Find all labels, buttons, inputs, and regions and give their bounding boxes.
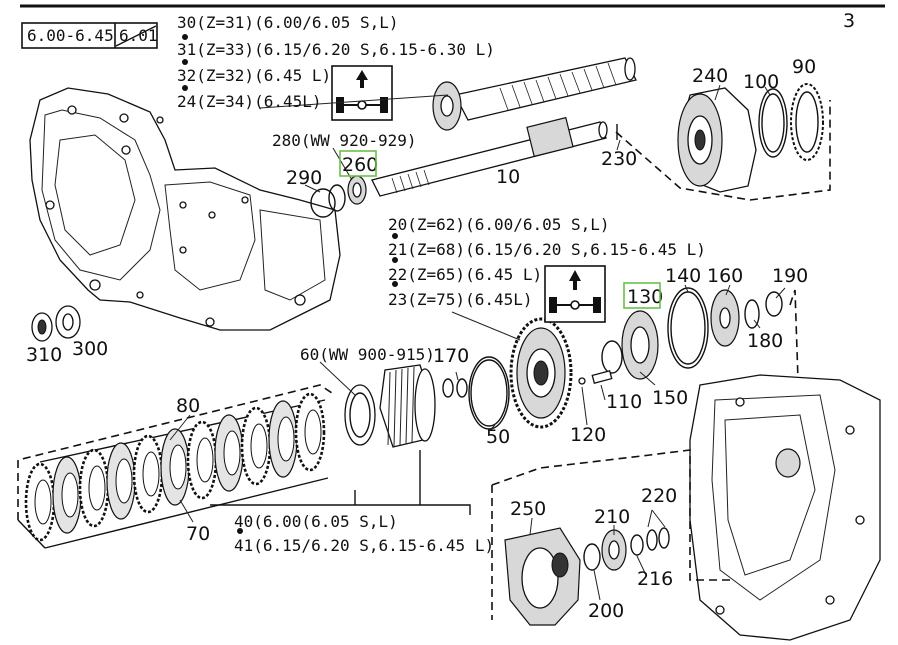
callout-110: 110 <box>606 391 642 413</box>
label-gear-23: 23(Z=75)(6.45L) <box>388 290 533 309</box>
ring-170a <box>442 378 454 398</box>
needle-bearing-60 <box>344 364 436 448</box>
label-gear-31: 31(Z=33)(6.15/6.20 S,6.15-6.30 L) <box>177 40 495 59</box>
callout-220: 220 <box>641 485 677 507</box>
callout-140: 140 <box>665 265 701 287</box>
callout-210: 210 <box>594 506 630 528</box>
label-part-280: 280(WW 920-929) <box>272 131 417 150</box>
callout-260: 260 <box>342 154 378 176</box>
callout-180: 180 <box>747 330 783 352</box>
callout-80: 80 <box>176 395 200 417</box>
clutch-disc-bore <box>34 479 52 525</box>
ring-180 <box>744 299 760 329</box>
model-range-text: 6.00-6.45 <box>27 26 114 45</box>
model-range-box: 6.00-6.45 6.01 <box>21 22 158 49</box>
label-part-60: 60(WW 900-915) <box>300 345 435 364</box>
callout-160: 160 <box>707 265 743 287</box>
callout-230: 230 <box>601 148 637 170</box>
label-gear-32: 32(Z=32)(6.45 L) <box>177 66 331 85</box>
callout-300: 300 <box>72 338 108 360</box>
clutch-disc-pack <box>17 384 336 549</box>
callout-150: 150 <box>652 387 688 409</box>
page-number: 3 <box>843 10 855 32</box>
label-gear-30: 30(Z=31)(6.00/6.05 S,L) <box>177 13 399 32</box>
clutch-disc-bore <box>142 451 160 497</box>
ball-120 <box>578 377 586 385</box>
callout-90: 90 <box>792 56 816 78</box>
4wd-axle-icon <box>544 265 606 323</box>
left-housing <box>29 87 341 331</box>
callout-170: 170 <box>433 345 469 367</box>
ring-170b <box>456 378 468 398</box>
seal-310-300 <box>31 305 81 342</box>
label-gear-22: 22(Z=65)(6.45 L) <box>388 265 542 284</box>
highlight-130 <box>623 282 661 309</box>
clutch-disc-bore <box>223 430 241 476</box>
label-part-40: 40(6.00(6.05 S,L) <box>234 512 398 531</box>
large-gear-20 <box>509 317 573 429</box>
callout-100: 100 <box>743 71 779 93</box>
ring-150 <box>601 340 623 374</box>
label-gear-24: 24(Z=34)(6.45L) <box>177 92 322 111</box>
right-housing <box>689 374 881 641</box>
callout-120: 120 <box>570 424 606 446</box>
callout-310: 310 <box>26 344 62 366</box>
ring-50 <box>468 356 510 430</box>
clutch-disc-bore <box>88 465 106 511</box>
callout-200: 200 <box>588 600 624 622</box>
dashed-outline-upper <box>615 100 831 201</box>
callout-240: 240 <box>692 65 728 87</box>
upper-shaft-assembly <box>310 57 637 218</box>
callout-290: 290 <box>286 167 322 189</box>
ring-200 <box>583 543 601 571</box>
bell-housing-240 <box>677 87 757 193</box>
leader-lines <box>169 84 786 601</box>
ring-140 <box>667 287 709 369</box>
label-gear-20: 20(Z=62)(6.00/6.05 S,L) <box>388 215 610 234</box>
clutch-disc-bore <box>277 416 295 462</box>
bearing-130 <box>621 310 659 380</box>
clutch-disc-bore <box>250 423 268 469</box>
callout-10: 10 <box>496 166 520 188</box>
disc-160 <box>710 289 740 347</box>
ring-220a <box>646 529 658 551</box>
ring-190 <box>765 291 783 317</box>
clutch-disc-bore <box>115 458 133 504</box>
callout-216: 216 <box>637 568 673 590</box>
callout-190: 190 <box>772 265 808 287</box>
label-gear-21: 21(Z=68)(6.15/6.20 S,6.15-6.45 L) <box>388 240 706 259</box>
ring-100 <box>758 88 788 158</box>
bearing-210 <box>601 529 627 571</box>
bracket-40-41 <box>210 504 471 515</box>
dashed-outline-mid <box>789 289 841 383</box>
highlight-260 <box>339 150 377 177</box>
ring-220b <box>658 527 670 549</box>
callout-70: 70 <box>186 523 210 545</box>
4wd-axle-icon <box>331 65 393 121</box>
gear-ring-90 <box>790 83 824 161</box>
clutch-disc-bore <box>61 472 79 518</box>
ring-216 <box>630 534 644 556</box>
dashed-outline-lower <box>491 449 730 581</box>
bullet-dots <box>182 34 398 534</box>
pin-110 <box>591 370 613 384</box>
callout-250: 250 <box>510 498 546 520</box>
clutch-disc-bore <box>169 444 187 490</box>
callout-50: 50 <box>486 426 510 448</box>
clutch-disc-bore <box>304 409 322 455</box>
cover-250 <box>504 527 581 626</box>
clutch-disc-bore <box>196 437 214 483</box>
callout-130: 130 <box>627 286 663 308</box>
label-part-41: 41(6.15/6.20 S,6.15-6.45 L) <box>234 536 494 555</box>
